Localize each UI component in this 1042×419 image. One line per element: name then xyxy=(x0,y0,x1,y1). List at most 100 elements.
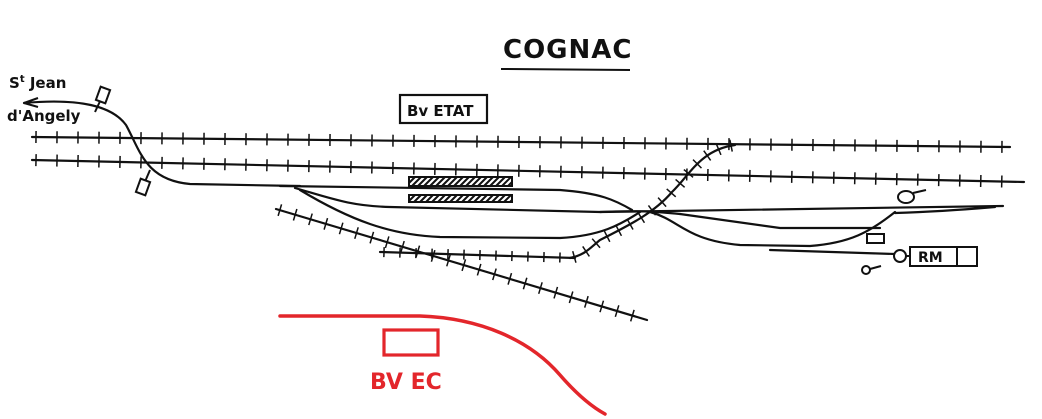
platform-hatch xyxy=(507,181,513,187)
direction-label-line2: d'Angely xyxy=(7,107,81,125)
platform-hatch xyxy=(449,194,458,203)
railway-tie xyxy=(292,208,298,221)
platform-hatch xyxy=(425,194,434,203)
platform-hatch xyxy=(455,194,464,203)
railway-tie xyxy=(675,178,686,188)
railway-tie xyxy=(430,249,436,262)
platform-hatch xyxy=(443,194,452,203)
platform-hatch xyxy=(495,176,506,187)
platform-hatch xyxy=(485,194,494,203)
railway-tie xyxy=(615,224,623,237)
railway-tie xyxy=(692,159,703,169)
railway-tie xyxy=(599,300,605,313)
railway-tie xyxy=(400,240,405,253)
platform-hatch xyxy=(473,194,482,203)
platform-hatch xyxy=(453,176,464,187)
platform-hatch xyxy=(413,194,422,203)
new-line-red xyxy=(278,314,607,416)
platform-hatch xyxy=(419,194,428,203)
railway-tie xyxy=(522,277,528,290)
title-underline xyxy=(500,68,631,71)
railway-tie xyxy=(338,222,344,235)
railway-tie xyxy=(591,238,601,249)
railway-tie xyxy=(277,204,283,217)
platform-hatch xyxy=(408,176,416,184)
railway-tie xyxy=(583,295,589,308)
platform-hatch xyxy=(435,176,446,187)
railway-tie xyxy=(637,212,646,224)
lamp-post xyxy=(861,265,871,275)
railway-tie xyxy=(572,250,577,263)
railway-tie xyxy=(614,305,620,317)
railway-tie xyxy=(537,282,543,295)
railway-tie xyxy=(354,227,359,240)
platform-hatch xyxy=(509,199,513,203)
railway-tie xyxy=(666,188,677,198)
depot-track xyxy=(768,248,897,256)
railway-tie xyxy=(476,263,482,276)
yard-track-4 xyxy=(598,210,682,216)
platform-hatch xyxy=(447,176,458,187)
main-track-upper xyxy=(30,135,1012,149)
platform-hatch xyxy=(431,194,440,203)
railway-tie xyxy=(647,205,657,216)
branch-line-st-jean xyxy=(22,100,302,188)
railway-ties xyxy=(35,131,1003,322)
yard-track-2 xyxy=(293,186,1005,214)
depot-buffer xyxy=(893,249,907,263)
platform-hatch xyxy=(437,194,446,203)
station-title: COGNAC xyxy=(503,35,633,65)
railway-tie xyxy=(492,268,497,281)
platform-hatch xyxy=(467,194,476,203)
platform-hatch xyxy=(491,194,500,203)
railway-tie xyxy=(323,217,329,230)
railway-tie xyxy=(568,291,574,304)
yard-track-7 xyxy=(893,205,997,215)
railway-tie xyxy=(507,272,513,285)
siding-line-a xyxy=(274,207,649,322)
siding-line-b xyxy=(378,250,577,260)
new-station-label: BV EC xyxy=(370,370,442,395)
signal-upper xyxy=(94,85,112,113)
platform-hatching xyxy=(408,176,513,203)
platform-hatch xyxy=(471,176,482,187)
signal-lower xyxy=(134,169,152,197)
railway-tie xyxy=(703,150,712,161)
platform-hatch xyxy=(479,194,488,203)
railway-tie xyxy=(603,230,611,243)
main-track-lower xyxy=(30,158,1026,184)
railway-tie xyxy=(553,286,559,299)
water-tower xyxy=(897,190,915,204)
railway-tie xyxy=(461,259,467,272)
platform-hatch xyxy=(441,176,452,187)
railway-tie xyxy=(369,231,375,244)
railway-tie xyxy=(582,246,591,257)
direction-label-line1: St Jean xyxy=(9,74,66,92)
platform-hatch xyxy=(501,176,512,187)
platform-hatch xyxy=(503,194,512,203)
railway-tie xyxy=(626,218,634,230)
platform-hatch xyxy=(408,194,416,202)
crossover xyxy=(568,143,737,260)
station-building-etat-label: Bv ETAT xyxy=(407,102,474,120)
railway-tie xyxy=(729,139,733,152)
small-shed xyxy=(866,233,885,244)
railway-tie xyxy=(683,169,694,178)
platform-hatch xyxy=(417,176,428,187)
platform-hatch xyxy=(489,176,500,187)
platform-hatch xyxy=(483,176,494,187)
platform-hatch xyxy=(461,194,470,203)
platform-hatch xyxy=(411,176,422,187)
new-station-box xyxy=(382,328,440,357)
yard-track-6 xyxy=(678,212,882,230)
water-tower-arm xyxy=(912,189,927,194)
depot-building xyxy=(909,246,978,267)
yard-track-3 xyxy=(298,188,642,240)
railway-tie xyxy=(715,143,722,156)
platform-hatch xyxy=(497,194,506,203)
railway-tie xyxy=(657,197,667,208)
railway-tie xyxy=(629,309,635,322)
station-building-etat-box xyxy=(398,93,489,125)
railway-tie xyxy=(446,254,451,267)
